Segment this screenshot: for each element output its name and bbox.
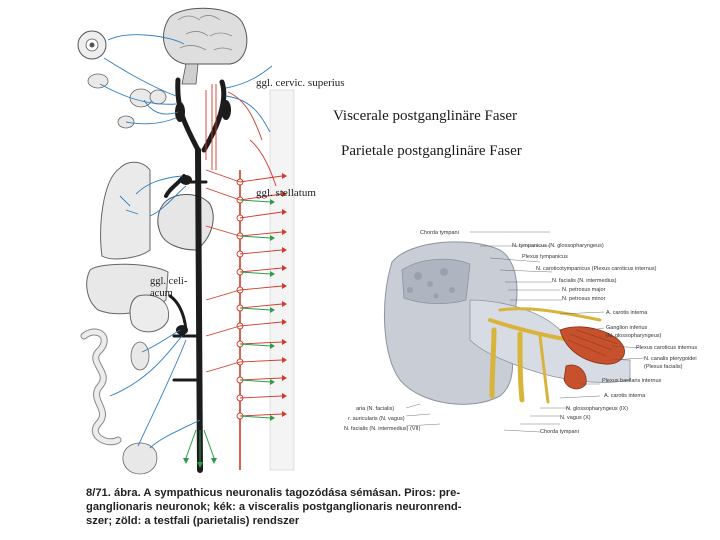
label-ggl-cervic-superius: ggl. cervic. superius bbox=[256, 77, 345, 89]
ear-label: aria (N. facialis) bbox=[356, 406, 394, 412]
stomach-illustration bbox=[129, 294, 170, 333]
parietal-postganglionic-fibres bbox=[185, 199, 271, 462]
label-ggl-celiacum-line2: acum bbox=[150, 288, 173, 299]
ear-label: N. facialis (N. intermedius) bbox=[552, 278, 617, 284]
ear-label: (N. glossopharyngeus) bbox=[606, 333, 662, 339]
eye-illustration bbox=[77, 30, 107, 60]
figure-caption: 8/71. ábra. A sympathicus neuronalis tag… bbox=[86, 486, 462, 528]
ear-label: N. canalis pterygoidei bbox=[644, 356, 697, 362]
ear-label: N. glossopharyngeus (IX) bbox=[566, 406, 628, 412]
brain-illustration bbox=[163, 7, 248, 85]
kidney-illustration bbox=[130, 341, 150, 371]
caption-line-1: 8/71. ábra. A sympathicus neuronalis tag… bbox=[86, 487, 461, 499]
label-ggl-stellatum: ggl. stellatum bbox=[256, 187, 316, 199]
ear-label: Chorda tympani bbox=[540, 429, 579, 435]
ear-label: Ganglion inferius bbox=[606, 325, 648, 331]
caption-line-3: szer; zöld: a testfali (parietalis) rend… bbox=[86, 515, 300, 527]
green-arrowheads bbox=[183, 199, 275, 468]
ear-label: N. petrosus major bbox=[562, 287, 606, 293]
ear-label: N. petrosus minor bbox=[562, 296, 606, 302]
caption-line-2: ganglionaris neuronok; kék: a visceralis… bbox=[86, 501, 462, 513]
ear-label: N. caroticotympanicus (Plexus caroticus … bbox=[536, 266, 657, 272]
ear-label: Plexus tympanicus bbox=[522, 254, 568, 260]
ear-label: N. facialis (N. intermedius) (VII) bbox=[344, 426, 421, 432]
label-viscerale-postganglionic-fibre: Viscerale postganglinäre Faser bbox=[333, 108, 518, 124]
preganglionic-fibres bbox=[205, 84, 283, 417]
ear-label: Plexus caroticus internus bbox=[636, 345, 697, 351]
red-arrowheads bbox=[282, 173, 287, 417]
ear-label: N. tympanicus (N. glossopharyngeus) bbox=[512, 243, 604, 249]
ear-label: A. carotis interna bbox=[606, 310, 648, 316]
ear-label: (Plexus facialis) bbox=[644, 364, 683, 370]
ear-label: N. vagus (X) bbox=[560, 415, 591, 421]
label-parietale-postganglionic-fibre: Parietale postganglinäre Faser bbox=[341, 143, 522, 159]
label-ggl-celiacum-line1: ggl. celi- bbox=[150, 276, 188, 287]
lung-illustration bbox=[100, 161, 151, 260]
ear-label: Chorda tympani bbox=[420, 230, 459, 236]
ear-label: r. auricularis (N. vagus) bbox=[348, 416, 405, 422]
ganglia bbox=[175, 100, 231, 335]
visceral-postganglionic-fibres bbox=[99, 34, 273, 449]
bladder-illustration bbox=[122, 442, 158, 475]
ear-label: Plexus basilaris internus bbox=[602, 378, 662, 384]
ear-label: A. carotis interna bbox=[604, 393, 646, 399]
